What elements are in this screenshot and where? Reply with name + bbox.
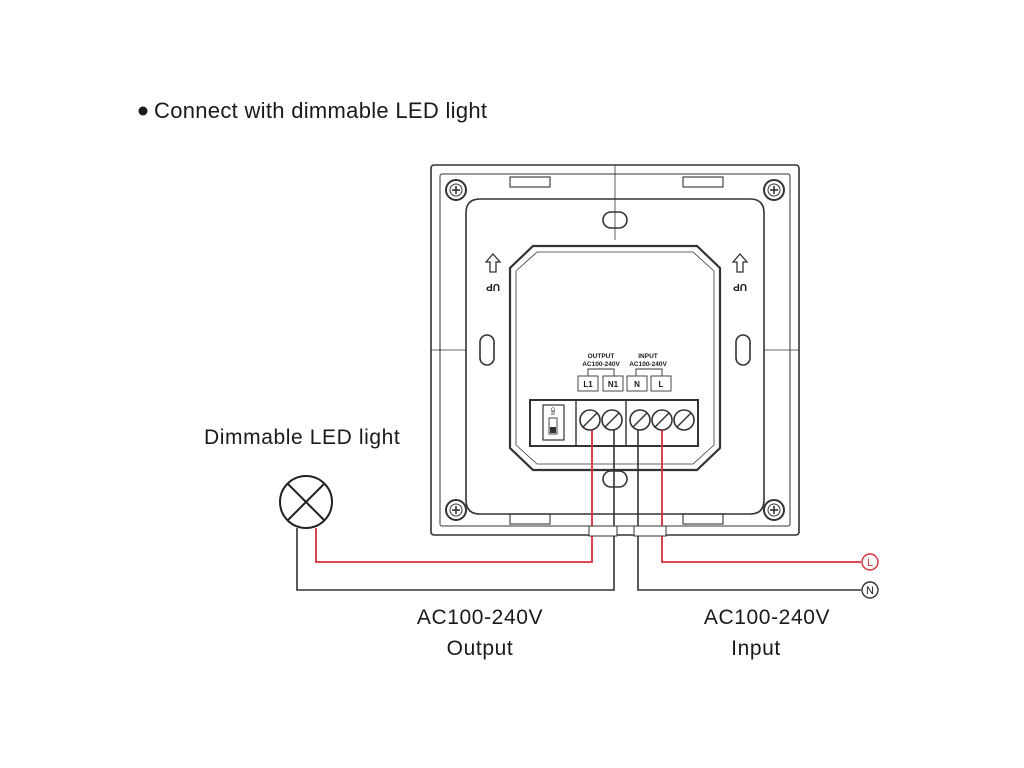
- supply-live-label: L: [867, 557, 873, 569]
- screws: [445, 179, 785, 521]
- supply-neutral-label: N: [866, 585, 874, 597]
- lamp-label: Dimmable LED light: [204, 426, 400, 449]
- supply-terminals: L N: [861, 553, 879, 599]
- module-body: [508, 244, 722, 472]
- output-label-line2: Output: [447, 637, 514, 660]
- wall-panel: [430, 164, 800, 536]
- wire-input-live: [661, 430, 861, 563]
- cable-sheath-output: [588, 525, 618, 537]
- wires: [296, 430, 861, 591]
- supply-neutral-icon: [861, 581, 879, 599]
- slot-left: [479, 334, 495, 366]
- input-label-line1: AC100-240V: [704, 606, 830, 629]
- terminal-box-n1: [602, 375, 624, 392]
- terminal-label-n1: N1: [608, 380, 619, 389]
- terminal-screw-l-icon: [651, 409, 673, 431]
- output-header-line2: AC100-240V: [582, 361, 620, 368]
- output-header-line1: OUTPUT: [588, 353, 615, 360]
- wire-input-neutral: [637, 430, 861, 591]
- up-label-right: UP: [733, 281, 747, 292]
- heading-group: Connect with dimmable LED light: [138, 98, 487, 123]
- slot-right: [735, 334, 751, 366]
- terminal-headers: OUTPUT AC100-240V INPUT AC100-240V: [582, 353, 667, 376]
- terminal-label-l1: L1: [583, 380, 593, 389]
- supply-live-icon: [861, 553, 879, 571]
- cable-sheath-input: [633, 525, 667, 537]
- clip-bottom-left: [509, 513, 551, 525]
- slot-top: [602, 211, 628, 229]
- terminal-screw-n-icon: [629, 409, 651, 431]
- wire-output-neutral: [296, 430, 615, 591]
- screw-top-right-icon: [763, 179, 785, 201]
- up-arrow-left-icon: [484, 253, 502, 273]
- screw-bottom-right-icon: [763, 499, 785, 521]
- input-header-line1: INPUT: [638, 353, 658, 360]
- clip-bottom-right: [682, 513, 724, 525]
- clip-top-left: [509, 176, 551, 188]
- terminal-label-n: N: [634, 380, 640, 389]
- terminal-labels: [577, 375, 672, 392]
- module-body-inner: [515, 251, 715, 465]
- lamp-icon: [279, 475, 333, 529]
- diagram-heading: Connect with dimmable LED light: [154, 98, 487, 123]
- terminal-label-l: L: [659, 380, 664, 389]
- terminal-box-l1: [577, 375, 599, 392]
- dip-switch-knob-icon: [550, 427, 556, 433]
- input-label-line2: Input: [731, 637, 781, 660]
- input-bracket: [635, 368, 663, 376]
- slot-bottom: [602, 470, 628, 488]
- terminal-box-n: [626, 375, 648, 392]
- clip-top-right: [682, 176, 724, 188]
- output-label-line1: AC100-240V: [417, 606, 543, 629]
- input-header-line2: AC100-240V: [629, 361, 667, 368]
- screw-top-left-icon: [445, 179, 467, 201]
- bullet-icon: [138, 106, 148, 116]
- terminal-screw-extra-icon: [673, 409, 695, 431]
- dip-switch-housing: [542, 404, 565, 441]
- up-arrow-right-icon: [731, 253, 749, 273]
- mounting-bracket: [465, 198, 765, 515]
- up-label-left: UP: [486, 281, 500, 292]
- dip-switch-slot: [548, 417, 558, 435]
- output-bracket: [587, 368, 615, 376]
- terminal-screw-n1-icon: [601, 409, 623, 431]
- terminal-screw-l1-icon: [579, 409, 601, 431]
- wire-output-live: [315, 430, 593, 563]
- terminal-box-l: [650, 375, 672, 392]
- screw-bottom-left-icon: [445, 499, 467, 521]
- dip-switch-label: ON: [549, 407, 555, 415]
